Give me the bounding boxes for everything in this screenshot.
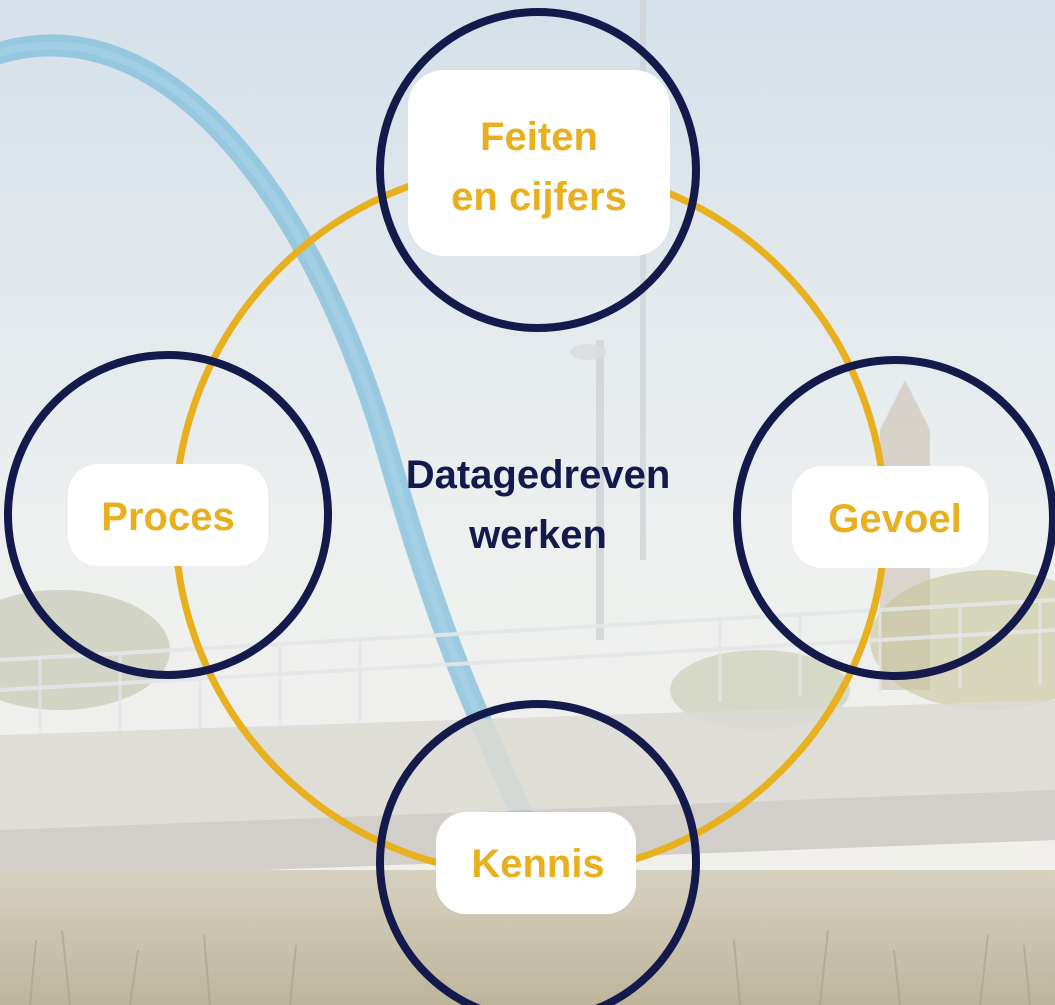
node-ring <box>4 351 332 679</box>
node-label-box <box>68 464 268 566</box>
node-proces: Proces <box>4 351 332 679</box>
node-gevoel: Gevoel <box>733 356 1055 680</box>
node-ring <box>376 700 700 1005</box>
node-label: Kennis <box>471 842 604 886</box>
node-ring <box>733 356 1055 680</box>
node-label-line1: Feiten <box>480 115 598 159</box>
node-kennis: Kennis <box>376 700 700 1005</box>
node-feiten-en-cijfers: Feiten en cijfers <box>376 8 700 332</box>
node-label: Gevoel <box>828 497 961 541</box>
node-label-line2: en cijfers <box>451 175 627 219</box>
center-label: Datagedreven werken <box>406 453 671 557</box>
center-label-line1: Datagedreven <box>406 453 671 497</box>
node-label: Proces <box>101 495 234 539</box>
node-label-box <box>436 812 636 914</box>
center-label-line2: werken <box>468 513 607 557</box>
node-ring <box>376 8 700 332</box>
node-label-box <box>408 70 670 256</box>
node-label-box <box>792 466 988 568</box>
